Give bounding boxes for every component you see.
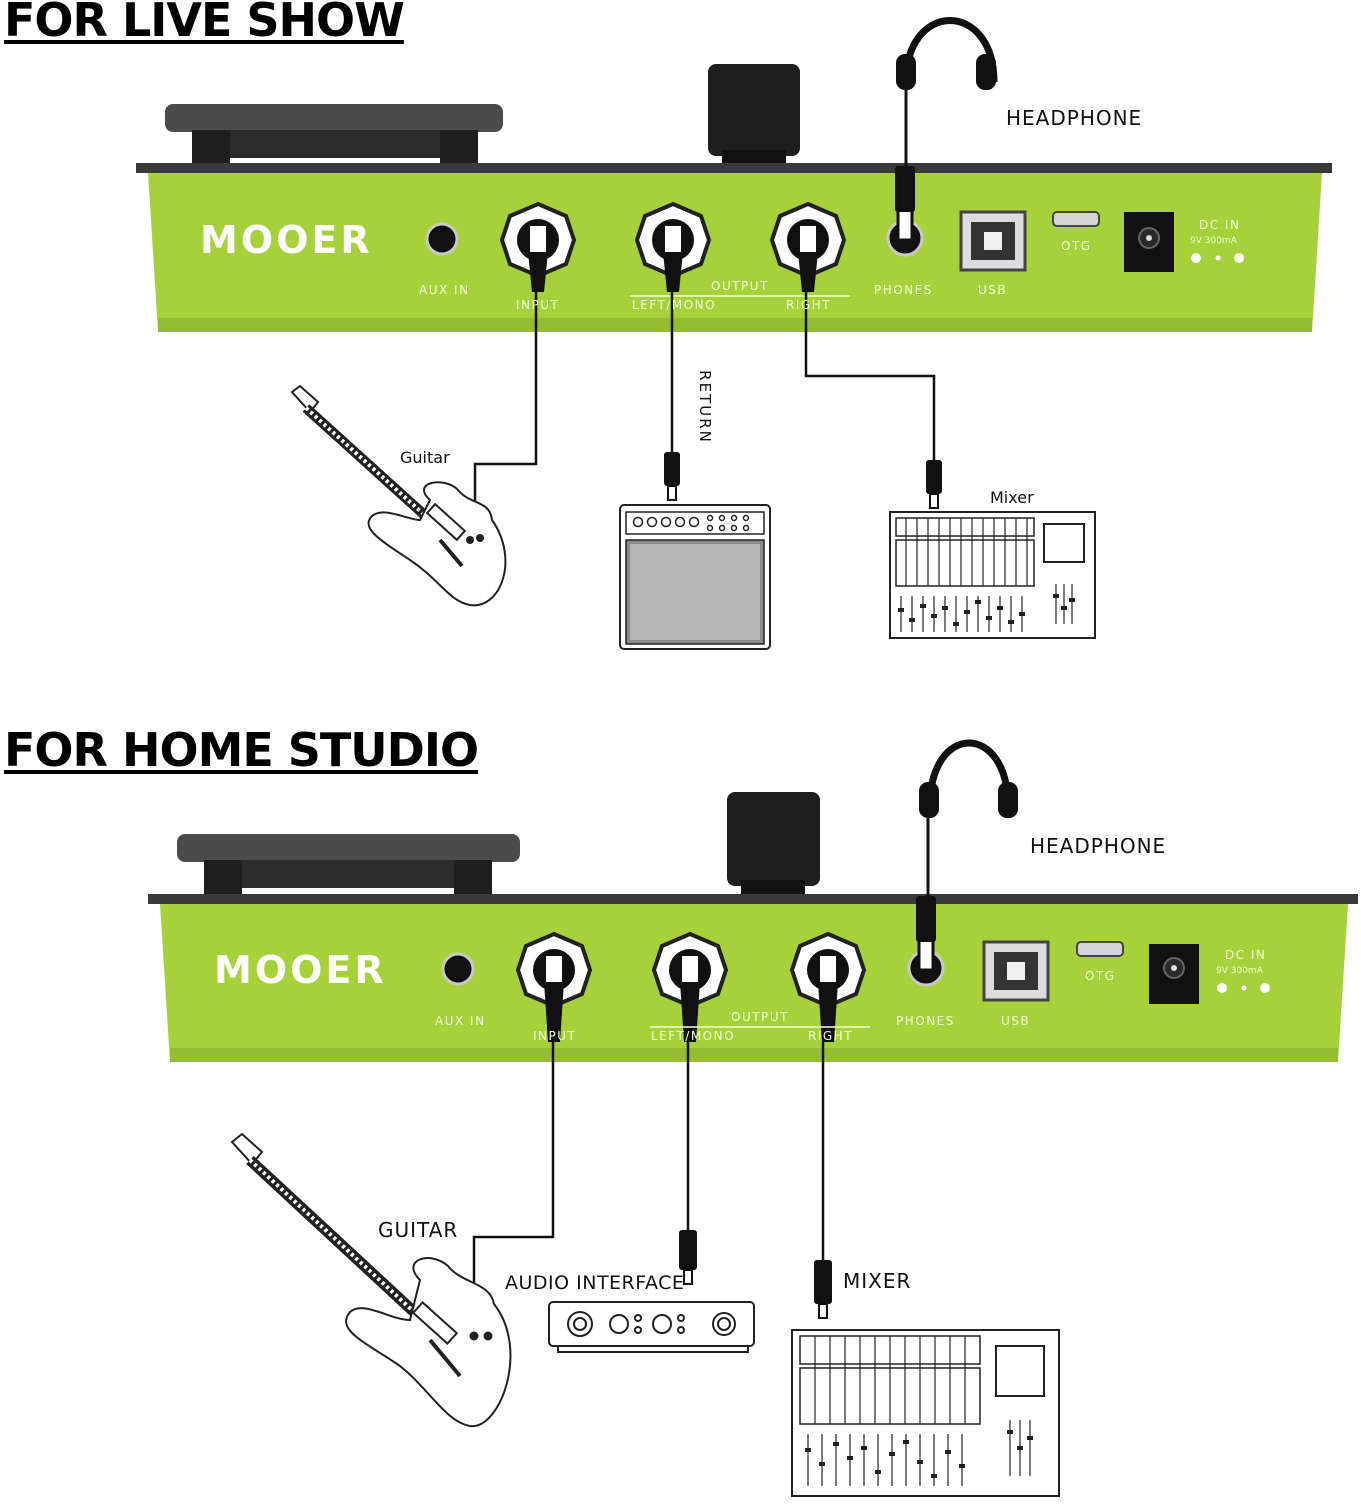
section-title-home-studio: FOR HOME STUDIO [4,723,479,777]
output-label: OUTPUT [711,279,769,293]
input-label: INPUT [516,298,560,312]
mixer-icon [889,511,1096,639]
otg-label: OTG [1085,969,1116,983]
usb-port [982,940,1050,1002]
dc-in-label: DC IN [1199,218,1241,232]
mooer-device [136,163,1332,332]
return-label: RETURN [695,370,714,444]
live-show-drawing [136,17,1332,650]
dc-rating-label: 9V 300mA [1190,236,1237,246]
live-show-cables [473,292,936,520]
master-knob [708,64,800,166]
section-title-live-show: FOR LIVE SHOW [4,0,405,47]
phones-jack [886,166,924,257]
headphone-label: HEADPHONE [1030,834,1167,858]
phones-label: PHONES [874,283,933,297]
mixer-label: MIXER [843,1269,912,1293]
otg-label: OTG [1061,239,1092,253]
home-studio-diagram: MOOER AUX IN INPUT OUTPUT LEFT/MONO RIGH… [0,730,1361,1497]
dc-in-port [1124,212,1244,272]
audio-interface-icon [548,1301,755,1353]
right-jack [769,201,847,279]
phones-jack [907,896,945,987]
expression-pedal [165,104,503,166]
output-label: OUTPUT [731,1010,789,1024]
input-label: INPUT [533,1029,577,1043]
usb-label: USB [1001,1014,1031,1028]
aux-in-jack [425,222,459,256]
input-jack [515,931,593,1009]
otg-port [1052,211,1100,227]
usb-label: USB [978,283,1008,297]
guitar-icon [290,384,507,607]
dc-rating-label: 9V 300mA [1216,966,1263,976]
aux-in-label: AUX IN [435,1014,486,1028]
dc-in-port [1149,944,1270,1004]
home-studio-drawing [148,739,1358,1497]
left-mono-label: LEFT/MONO [632,298,717,312]
aux-in-label: AUX IN [419,283,470,297]
right-label: RIGHT [786,298,832,312]
device-brand-logo: MOOER [200,218,373,262]
amplifier-icon [619,504,771,650]
headphone-icon [919,739,1018,898]
guitar-label: GUITAR [378,1218,459,1242]
master-knob [727,792,820,896]
right-jack [789,931,867,1009]
headphone-label: HEADPHONE [1006,106,1143,130]
otg-port [1076,941,1124,957]
mooer-device [148,894,1358,1062]
usb-port [959,210,1027,272]
live-show-diagram: MOOER AUX IN INPUT OUTPUT LEFT/MONO RIGH… [0,0,1361,720]
expression-pedal [177,834,520,896]
mixer-label: Mixer [990,488,1034,507]
guitar-label: Guitar [400,448,450,467]
aux-in-jack [441,952,475,986]
right-label: RIGHT [808,1029,854,1043]
audio-interface-label: AUDIO INTERFACE [505,1272,685,1294]
input-jack [499,201,577,279]
device-brand-logo: MOOER [214,948,387,992]
dc-in-label: DC IN [1225,948,1267,962]
headphone-icon [896,17,998,168]
phones-label: PHONES [896,1014,955,1028]
guitar-icon [230,1132,512,1428]
left-mono-label: LEFT/MONO [651,1029,736,1043]
mixer-icon [791,1329,1060,1497]
